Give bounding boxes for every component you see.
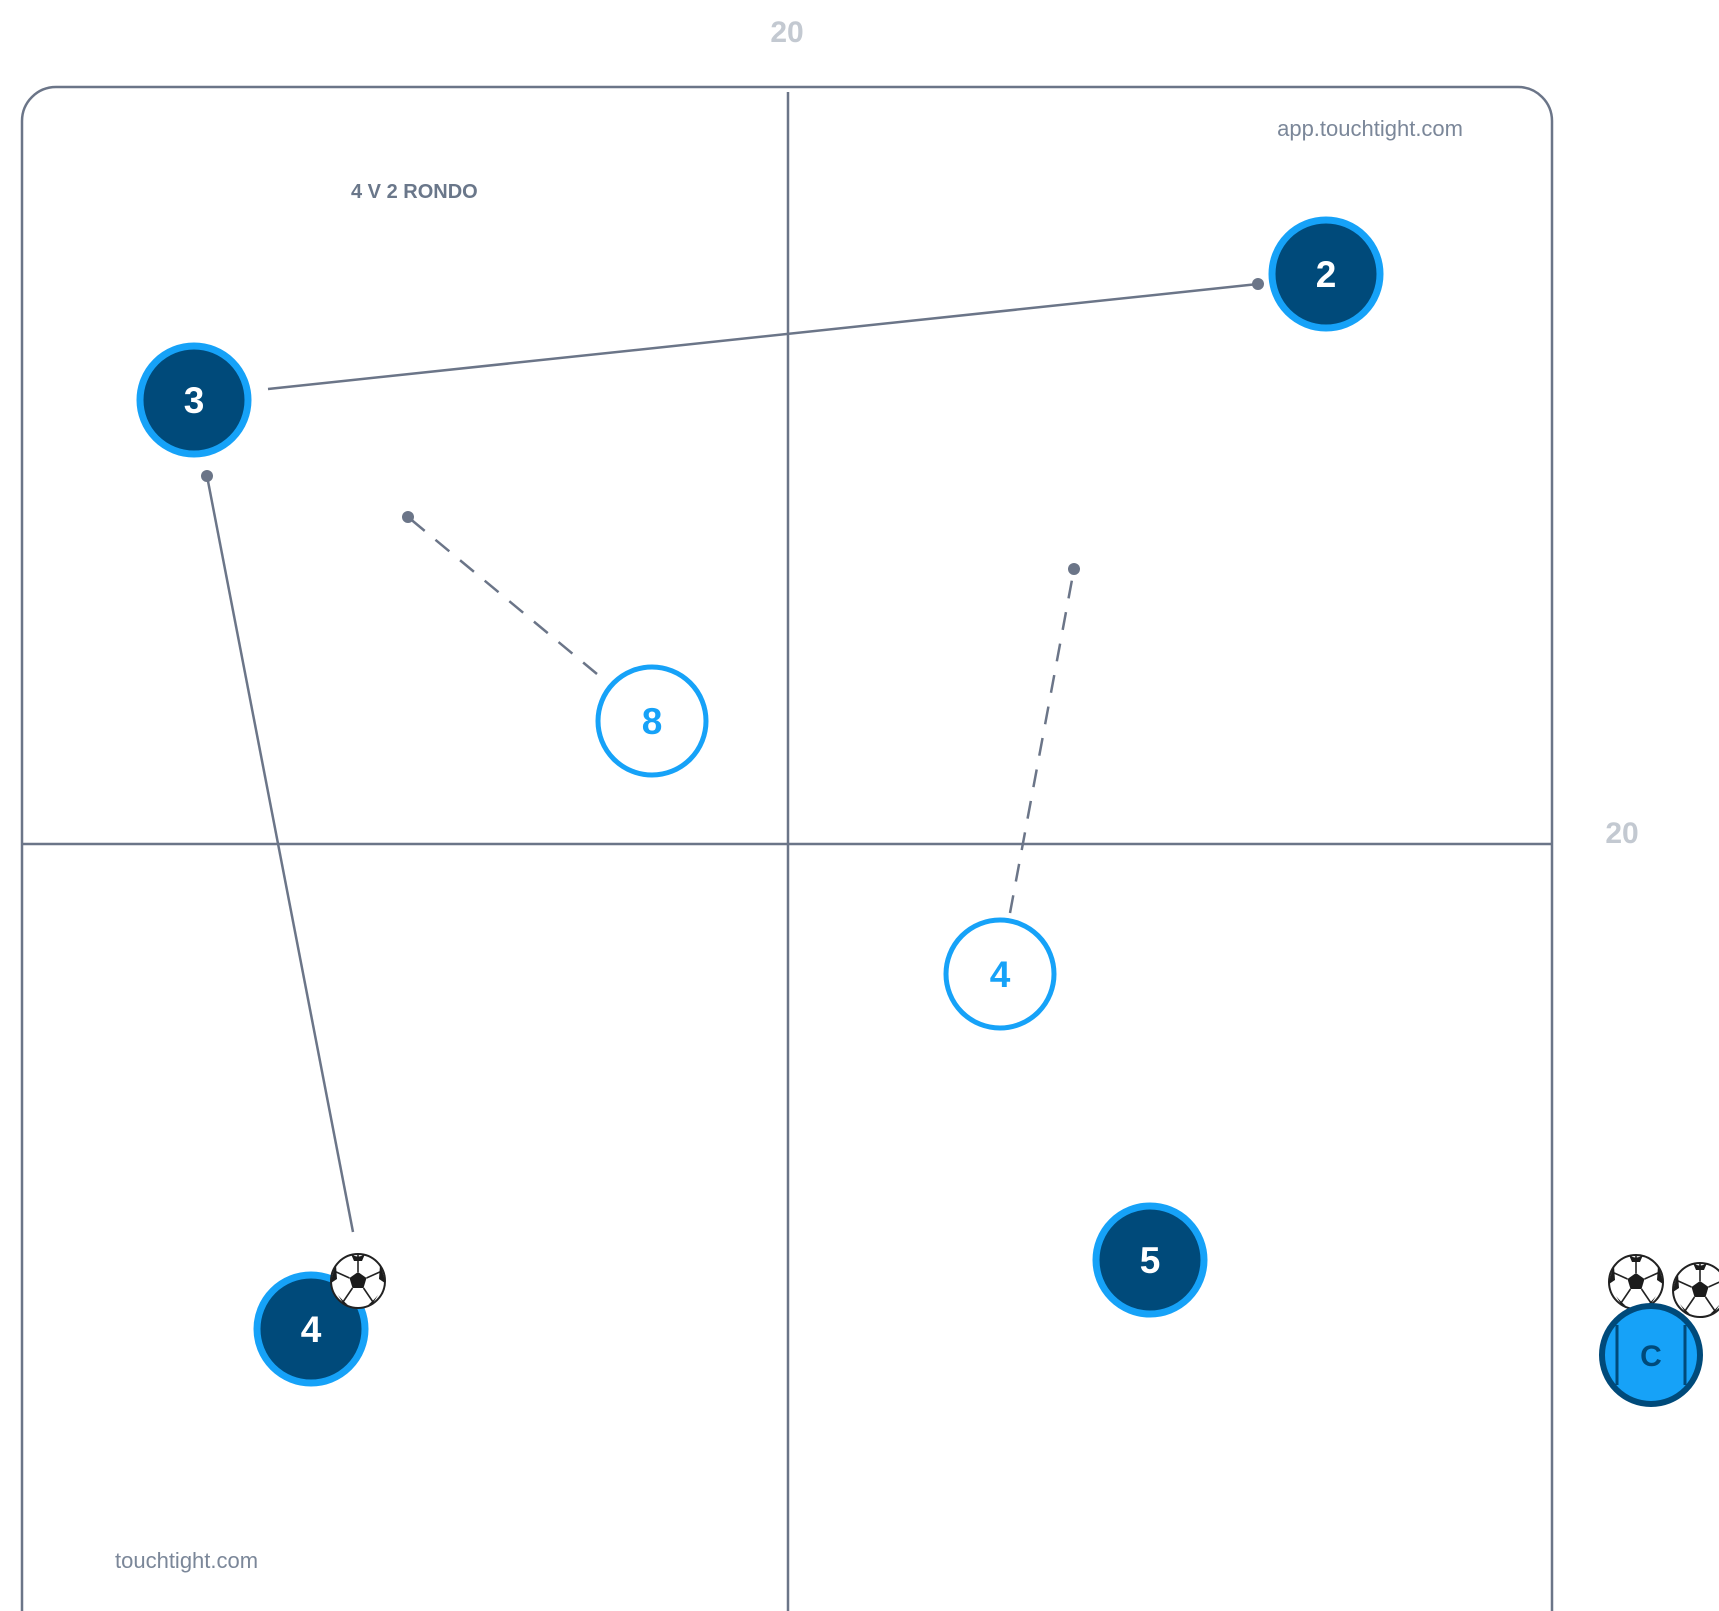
run-end-dot-8 [402,511,414,523]
attacker-3-number: 3 [184,380,205,421]
attacker-2[interactable]: 2 [1268,216,1384,332]
attacker-5[interactable]: 5 [1092,1202,1208,1318]
run-end-dot-4 [1068,563,1080,575]
run-line-defender-4 [1008,568,1076,914]
defender-4[interactable]: 4 [943,917,1057,1031]
defender-4-number: 4 [990,954,1011,995]
pass-end-dot-3 [201,470,213,482]
top-dimension-label: 20 [770,16,803,49]
pass-line-4-to-3 [205,475,355,1233]
attacker-4[interactable]: 4 [253,1271,369,1387]
attacker-4-number: 4 [301,1309,322,1350]
coach-label: C [1640,1340,1662,1373]
pitch-boundary [20,85,1554,1611]
soccer-ball-icon[interactable] [1608,1254,1664,1310]
drill-title: 4 V 2 RONDO [351,181,478,203]
pass-end-dot-2 [1252,278,1264,290]
coach[interactable]: C [1599,1303,1703,1407]
attacker-2-number: 2 [1316,254,1337,295]
watermark-top: app.touchtight.com [1277,116,1463,141]
watermark-bottom: touchtight.com [115,1548,258,1573]
defender-8-number: 8 [642,701,663,742]
run-line-defender-8 [407,516,598,675]
defender-8[interactable]: 8 [595,664,709,778]
side-dimension-label: 20 [1605,817,1638,850]
pass-line-3-to-2 [267,282,1259,391]
soccer-ball-icon[interactable] [330,1253,386,1309]
attacker-3[interactable]: 3 [136,342,252,458]
soccer-ball-icon[interactable] [1672,1262,1719,1318]
attacker-5-number: 5 [1140,1240,1161,1281]
